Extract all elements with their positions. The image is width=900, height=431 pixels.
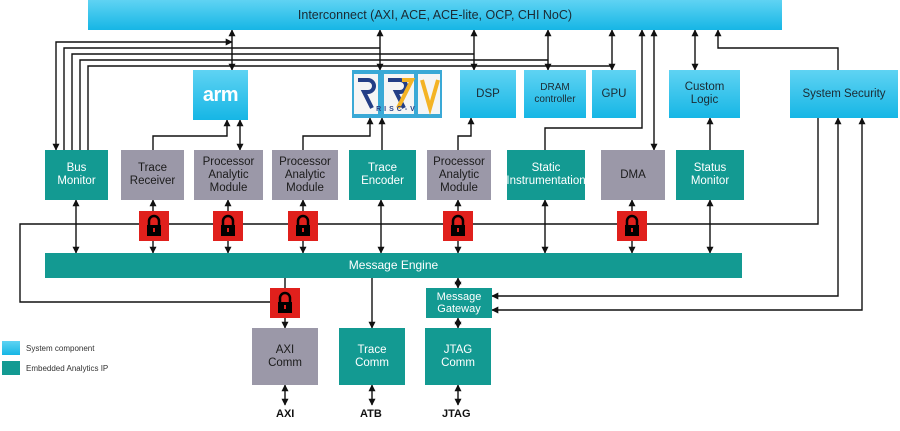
trace-comm-block: Trace Comm (339, 328, 405, 385)
lock-icon (443, 211, 473, 241)
atb-port-label: ATB (360, 408, 382, 420)
lock-icon (270, 288, 300, 318)
dsp-block: DSP (460, 70, 516, 118)
trace-encoder-block: Trace Encoder (349, 150, 416, 200)
legend-system-swatch (2, 341, 20, 355)
lock-icon (288, 211, 318, 241)
padlock-icon (625, 214, 639, 236)
dsp-label: DSP (476, 87, 500, 100)
trace-comm-label: Trace Comm (355, 343, 389, 369)
interconnect-bar: Interconnect (AXI, ACE, ACE-lite, OCP, C… (88, 0, 782, 30)
padlock-icon (147, 214, 161, 236)
lock-icon (213, 211, 243, 241)
lock-icon (617, 211, 647, 241)
padlock-icon (278, 291, 292, 313)
message-engine-bar: Message Engine (45, 253, 742, 278)
dma-block: DMA (601, 150, 665, 200)
system-security-block: System Security (790, 70, 898, 118)
processor-analytic-module-1: Processor Analytic Module (194, 150, 263, 200)
padlock-icon (451, 214, 465, 236)
static-instrumentation-block: Static Instrumentation (506, 150, 586, 200)
riscv-logo-text: RISC-V (376, 106, 418, 113)
jtag-port-label: JTAG (442, 408, 471, 420)
pam1-label: Processor Analytic Module (202, 155, 255, 194)
arm-logo-text: arm (202, 83, 239, 106)
pam3-label: Processor Analytic Module (433, 155, 485, 194)
axi-port-label: AXI (276, 408, 295, 420)
trace-encoder-label: Trace Encoder (361, 162, 404, 187)
legend-ip-label: Embedded Analytics IP (26, 364, 109, 373)
padlock-icon (296, 214, 310, 236)
processor-analytic-module-2: Processor Analytic Module (272, 150, 338, 200)
axi-comm-block: AXI Comm (252, 328, 318, 385)
padlock-icon (221, 214, 235, 236)
gpu-label: GPU (601, 87, 627, 100)
system-security-label: System Security (802, 87, 886, 100)
trace-receiver-label: Trace Receiver (129, 162, 176, 187)
dram-controller-block: DRAM controller (524, 70, 586, 118)
gpu-block: GPU (592, 70, 636, 118)
riscv-logo: RISC-V (352, 70, 442, 118)
axi-comm-label: AXI Comm (268, 343, 302, 369)
riscv-logo-graphic (354, 74, 440, 116)
jtag-comm-block: JTAG Comm (425, 328, 491, 385)
dram-label: DRAM controller (534, 82, 576, 105)
custom-logic-block: Custom Logic (669, 70, 740, 118)
arm-logo: arm (193, 70, 248, 120)
message-gateway-block: Message Gateway (426, 288, 492, 318)
processor-analytic-module-3: Processor Analytic Module (427, 150, 491, 200)
legend-ip-swatch (2, 361, 20, 375)
pam2-label: Processor Analytic Module (279, 155, 331, 194)
message-gateway-label: Message Gateway (436, 291, 482, 315)
status-monitor-label: Status Monitor (690, 162, 730, 187)
jtag-comm-label: JTAG Comm (441, 343, 475, 369)
static-instrumentation-label: Static Instrumentation (506, 162, 586, 187)
bus-monitor-label: Bus Monitor (57, 162, 96, 187)
dma-label: DMA (620, 168, 646, 181)
message-engine-label: Message Engine (348, 258, 439, 272)
lock-icon (139, 211, 169, 241)
bus-monitor-block: Bus Monitor (45, 150, 108, 200)
interconnect-label: Interconnect (AXI, ACE, ACE-lite, OCP, C… (297, 7, 573, 22)
status-monitor-block: Status Monitor (676, 150, 744, 200)
trace-receiver-block: Trace Receiver (121, 150, 184, 200)
legend-system-label: System component (26, 344, 95, 353)
custom-logic-label: Custom Logic (684, 81, 725, 106)
